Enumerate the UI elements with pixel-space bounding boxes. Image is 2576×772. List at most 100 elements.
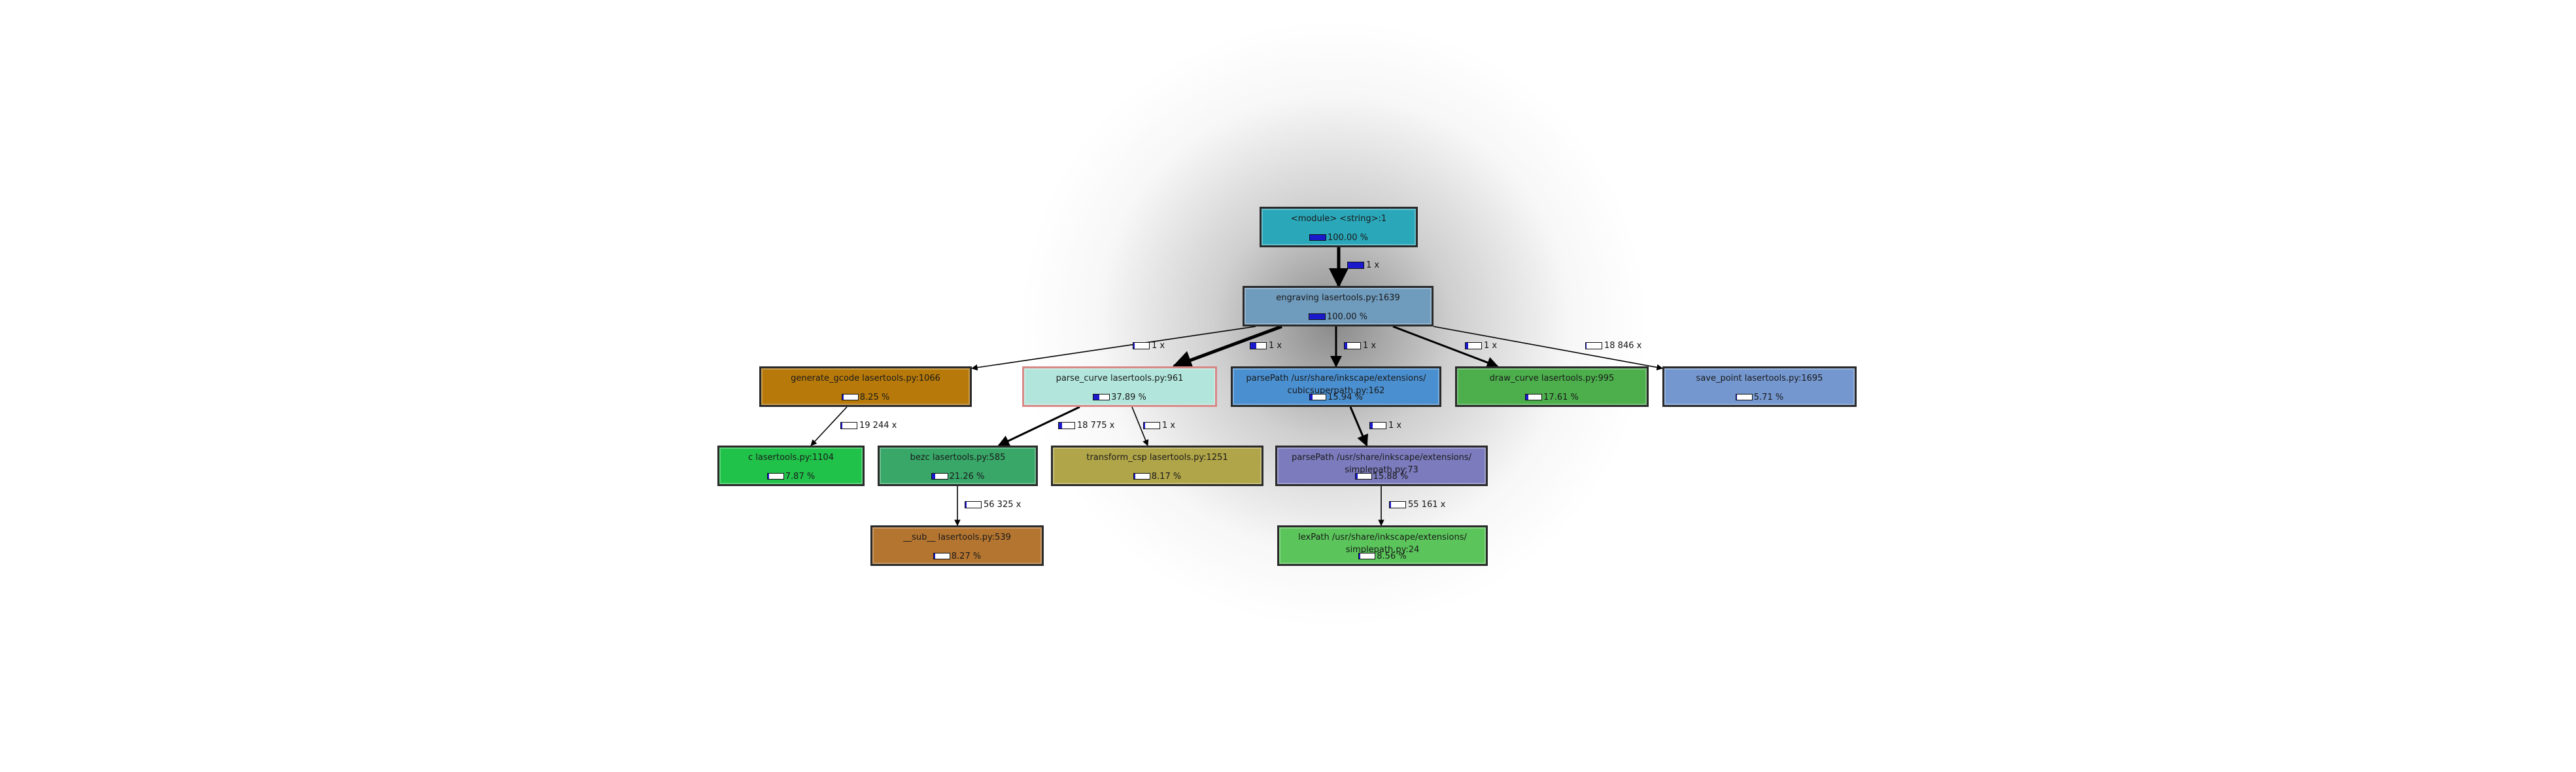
call-edge-parse_curve-to-transform_csp: [1131, 406, 1149, 446]
percentage-bar: [1309, 394, 1327, 400]
function-node-transform_csp[interactable]: transform_csp lasertools.py:1251 8.17 %: [1051, 446, 1263, 486]
percentage-bar-fill: [1093, 395, 1100, 400]
percentage-bar: [1389, 500, 1406, 508]
percentage-bar: [841, 394, 859, 400]
percentage-bar: [1735, 394, 1753, 400]
time-percentage-text: 8.17 %: [1151, 471, 1182, 482]
percentage-bar-fill: [1355, 474, 1358, 479]
percentage-bar: [965, 500, 982, 508]
time-percentage: 7.87 %: [719, 471, 863, 482]
call-edge-engraving-to-generate_gcode: [971, 326, 1256, 371]
time-percentage-text: 100.00 %: [1328, 232, 1368, 243]
function-name: <module> <string>:1: [1290, 214, 1387, 224]
percentage-bar: [1358, 553, 1376, 559]
time-percentage: 5.71 %: [1664, 392, 1855, 402]
function-name: transform_csp lasertools.py:1251: [1086, 453, 1228, 463]
function-node-c[interactable]: c lasertools.py:1104 7.87 %: [717, 446, 865, 486]
call-edge-parsePath1-to-parsePath2: [1349, 406, 1368, 447]
edge-call-count: 1 x: [1363, 340, 1377, 351]
function-name: c lasertools.py:1104: [748, 453, 834, 463]
function-node-generate_gcode[interactable]: generate_gcode lasertools.py:1066 8.25 %: [759, 366, 972, 407]
percentage-bar: [1525, 394, 1543, 400]
percentage-bar: [840, 421, 857, 429]
function-name: draw_curve lasertools.py:995: [1489, 374, 1615, 383]
time-percentage: 8.27 %: [872, 551, 1042, 561]
percentage-bar-fill: [965, 501, 967, 508]
time-percentage-text: 8.25 %: [859, 392, 890, 402]
percentage-bar-fill: [1736, 395, 1738, 400]
time-percentage-text: 15.94 %: [1328, 392, 1363, 402]
time-percentage-text: 100.00 %: [1327, 311, 1367, 322]
edge-call-count: 55 161 x: [1408, 499, 1446, 510]
function-node-lexPath[interactable]: lexPath /usr/share/inkscape/extensions/ …: [1277, 525, 1488, 566]
function-node-bezc[interactable]: bezc lasertools.py:585 21.26 %: [878, 446, 1038, 486]
percentage-bar: [931, 473, 948, 480]
call-edge-engraving-to-parse_curve: [1172, 325, 1282, 370]
function-name: bezc lasertools.py:585: [910, 453, 1006, 463]
function-node-parsePath1[interactable]: parsePath /usr/share/inkscape/extensions…: [1231, 366, 1441, 407]
time-percentage: 37.89 %: [1024, 392, 1215, 402]
percentage-bar: [1369, 421, 1386, 429]
function-name: save_point lasertools.py:1695: [1696, 374, 1823, 383]
percentage-bar-fill: [841, 422, 842, 429]
function-node-module[interactable]: <module> <string>:1 100.00 %: [1260, 207, 1418, 247]
edge-label-engraving-to-save_point: 18 846 x: [1585, 340, 1641, 351]
percentage-bar: [1465, 342, 1482, 349]
function-name: lexPath /usr/share/inkscape/extensions/ …: [1298, 533, 1467, 555]
percentage-bar-fill: [931, 474, 935, 479]
percentage-bar-fill: [842, 395, 844, 400]
edge-label-parse_curve-to-transform_csp: 1 x: [1143, 420, 1175, 430]
percentage-bar: [1309, 234, 1326, 241]
call-edge-generate_gcode-to-c: [810, 406, 848, 446]
percentage-bar-fill: [1309, 314, 1325, 319]
function-node-draw_curve[interactable]: draw_curve lasertools.py:995 17.61 %: [1455, 366, 1649, 407]
time-percentage-text: 15.88 %: [1373, 471, 1409, 482]
time-percentage: 17.61 %: [1457, 392, 1647, 402]
percentage-bar: [1133, 473, 1150, 480]
edge-call-count: 1 x: [1366, 260, 1380, 270]
time-percentage: 100.00 %: [1245, 311, 1432, 322]
function-name: generate_gcode lasertools.py:1066: [791, 374, 940, 383]
percentage-bar-fill: [1250, 342, 1257, 349]
function-name: __sub__ lasertools.py:539: [903, 533, 1011, 542]
percentage-bar: [1347, 261, 1364, 269]
percentage-bar-fill: [1526, 395, 1529, 400]
percentage-bar-fill: [1348, 262, 1364, 268]
function-name: parse_curve lasertools.py:961: [1056, 374, 1184, 383]
call-edge-engraving-to-draw_curve: [1392, 325, 1499, 368]
percentage-bar-fill: [1466, 342, 1469, 349]
edge-call-count: 56 325 x: [984, 499, 1022, 510]
percentage-bar-fill: [933, 553, 935, 559]
call-edge-engraving-to-save_point: [1433, 326, 1663, 371]
edge-call-count: 1 x: [1388, 420, 1402, 430]
function-node-parsePath2[interactable]: parsePath /usr/share/inkscape/extensions…: [1275, 446, 1488, 486]
percentage-bar: [1093, 394, 1110, 400]
time-percentage: 21.26 %: [880, 471, 1036, 482]
time-percentage: 8.17 %: [1053, 471, 1262, 482]
edge-label-bezc-to-sub: 56 325 x: [965, 499, 1021, 510]
percentage-bar: [1309, 313, 1326, 320]
percentage-bar-fill: [767, 474, 769, 479]
percentage-bar: [933, 553, 950, 559]
edge-label-engraving-to-generate_gcode: 1 x: [1133, 340, 1165, 351]
edge-call-count: 1 x: [1484, 340, 1498, 351]
edge-call-count: 1 x: [1162, 420, 1176, 430]
percentage-bar: [1133, 342, 1150, 349]
edge-call-count: 18 775 x: [1077, 420, 1115, 430]
edge-call-count: 1 x: [1269, 340, 1282, 351]
time-percentage-text: 21.26 %: [949, 471, 985, 482]
function-node-sub[interactable]: __sub__ lasertools.py:539 8.27 %: [870, 525, 1044, 566]
edge-label-module-to-engraving: 1 x: [1347, 260, 1379, 270]
edge-label-generate_gcode-to-c: 19 244 x: [840, 420, 897, 430]
time-percentage-text: 8.56 %: [1377, 551, 1407, 561]
percentage-bar-fill: [1133, 342, 1135, 349]
function-node-save_point[interactable]: save_point lasertools.py:1695 5.71 %: [1662, 366, 1857, 407]
function-name: parsePath /usr/share/inkscape/extensions…: [1292, 453, 1471, 475]
function-node-parse_curve[interactable]: parse_curve lasertools.py:961 37.89 %: [1022, 366, 1217, 407]
percentage-bar-fill: [1133, 474, 1135, 479]
time-percentage: 8.25 %: [761, 392, 970, 402]
time-percentage: 15.88 %: [1277, 471, 1486, 482]
